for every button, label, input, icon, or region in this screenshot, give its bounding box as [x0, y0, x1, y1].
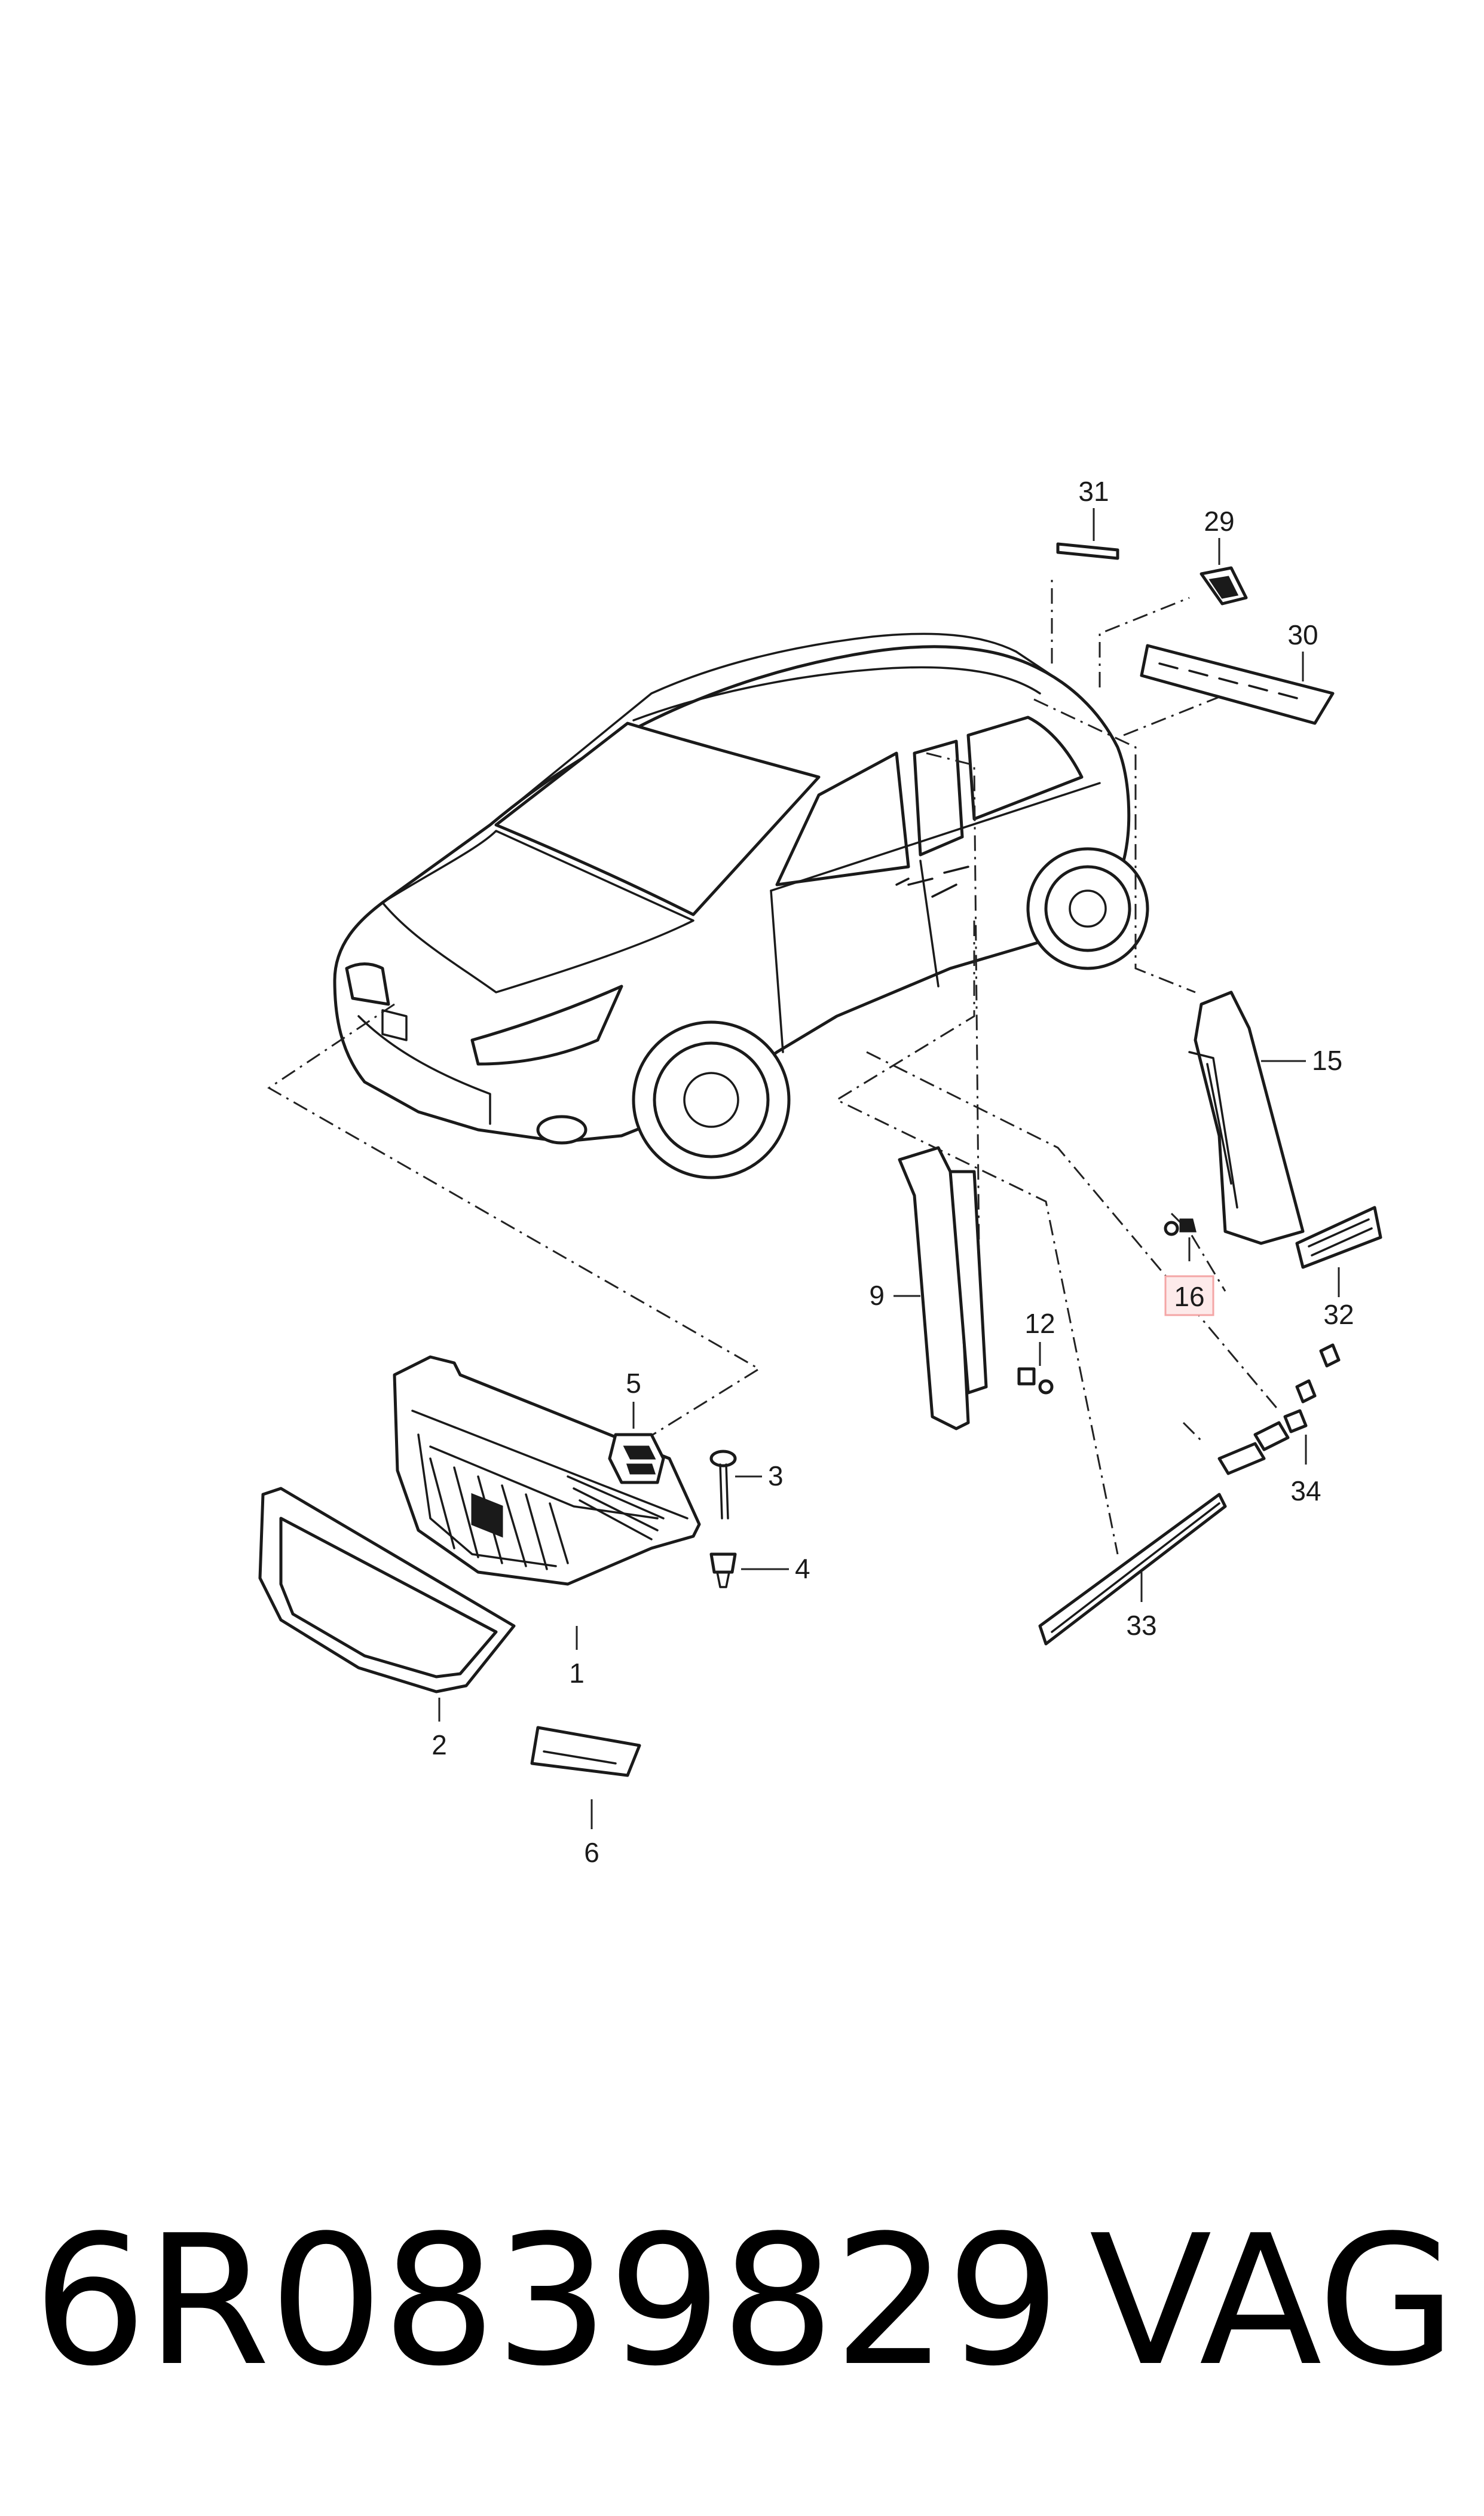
- callout-29: 29: [1204, 506, 1234, 537]
- part-6-trim-strip: [530, 1726, 641, 1777]
- part-2-grille-frame: [258, 1487, 516, 1693]
- part-4-clip: [709, 1552, 737, 1588]
- part-32-badge: [1295, 1206, 1382, 1269]
- part-15-pillar-cover: [1188, 990, 1305, 1245]
- part-1-radiator-grille: [393, 1355, 701, 1586]
- callout-3: 3: [768, 1460, 784, 1491]
- part-33-sill-trim: [1038, 1493, 1227, 1646]
- manufacturer-name: VAG: [1089, 2197, 1457, 2405]
- callout-34: 34: [1290, 1475, 1321, 1506]
- part-34-decals: [1217, 1343, 1341, 1475]
- part-31-strip: [1056, 542, 1119, 560]
- callout-9: 9: [869, 1280, 885, 1311]
- part-5-emblem: [608, 1433, 665, 1484]
- part-9-pillar-trim: [898, 1146, 988, 1430]
- callout-4: 4: [795, 1553, 810, 1584]
- callout-31: 31: [1078, 476, 1109, 507]
- callout-2: 2: [432, 1729, 447, 1760]
- callout-5: 5: [626, 1368, 641, 1399]
- part-3-screw: [709, 1450, 737, 1520]
- vehicle-illustration: [333, 632, 1149, 1179]
- callout-1: 1: [569, 1658, 585, 1689]
- callout-16-highlight: [1164, 1275, 1214, 1316]
- part-number: 6R0839829: [33, 2197, 1060, 2405]
- part-16-clip: [1164, 1218, 1197, 1236]
- callout-30: 30: [1287, 619, 1318, 650]
- part-12-clips: [1017, 1367, 1054, 1395]
- callout-15: 15: [1312, 1045, 1342, 1076]
- callout-16: 16: [1174, 1281, 1204, 1312]
- part-30-lettering: [1140, 644, 1335, 725]
- part-footer: 6R0839829 VAG: [33, 2176, 1457, 2427]
- callout-6: 6: [584, 1837, 599, 1868]
- leader-lines: [438, 508, 1340, 1829]
- callout-33: 33: [1126, 1610, 1156, 1641]
- callout-labels: 1 2 3 4 5 6 9 12 15 16 29 30 31 32 33 34: [432, 476, 1354, 1868]
- part-29-cap: [1200, 566, 1248, 606]
- callout-32: 32: [1323, 1299, 1354, 1330]
- callout-12: 12: [1024, 1308, 1055, 1339]
